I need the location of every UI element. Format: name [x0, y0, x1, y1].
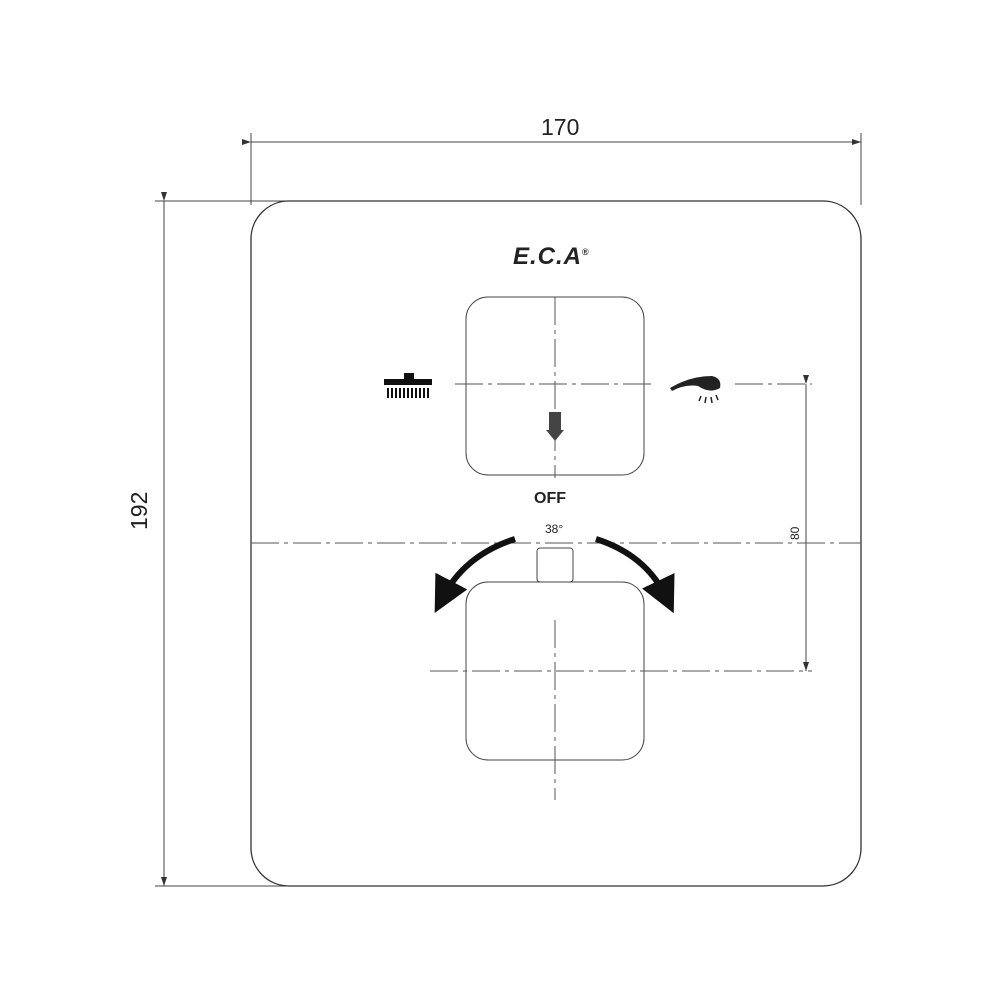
- rotate-left-arrow-icon: [434, 536, 516, 613]
- down-arrow-icon: [546, 412, 564, 441]
- height-dimension-label: 192: [126, 491, 152, 530]
- registered-mark: ®: [582, 247, 590, 257]
- hand-shower-icon: [670, 376, 721, 404]
- spacing-dimension-label: 80: [788, 526, 802, 540]
- knob-stem: [536, 547, 574, 583]
- rotate-right-arrow-icon: [595, 536, 675, 614]
- overhead-shower-icon: [384, 373, 432, 398]
- width-dimension-label: 170: [541, 114, 580, 140]
- angle-label: 38°: [545, 522, 564, 536]
- off-label: OFF: [534, 490, 566, 507]
- logo-text: E.C.A: [513, 243, 583, 270]
- brand-logo: E.C.A®: [513, 243, 590, 271]
